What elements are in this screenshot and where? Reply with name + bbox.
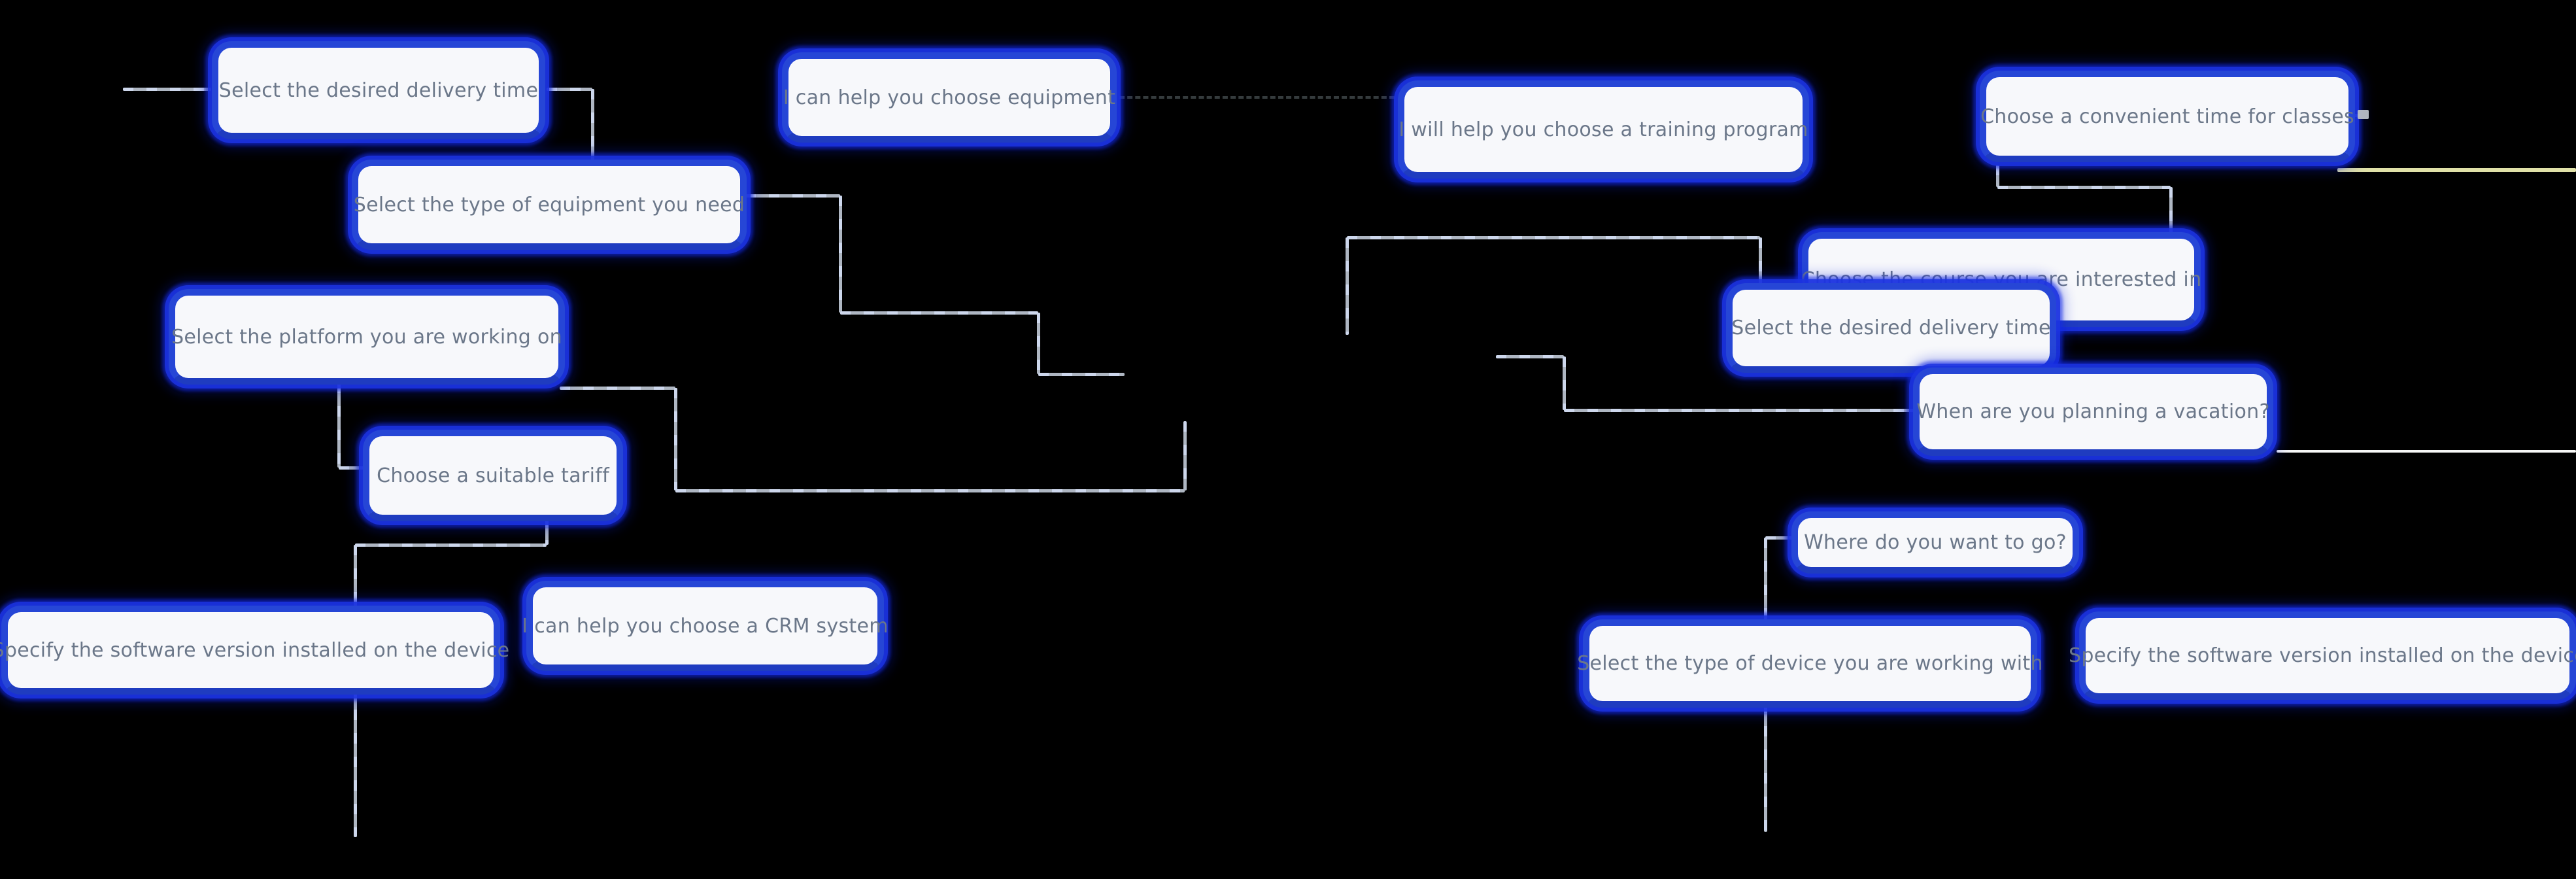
flow-node-n15[interactable]: Specify the software version installed o… [2069, 612, 2576, 700]
flow-node-label: Choose a suitable tariff [377, 464, 609, 487]
flow-edge-segment [1038, 373, 1125, 376]
flow-node-n12[interactable]: Specify the software version installed o… [0, 606, 509, 695]
flow-node-n9[interactable]: When are you planning a vacation? [1913, 368, 2273, 456]
flow-edge-segment [1996, 165, 1999, 187]
flow-node-n11[interactable]: Where do you want to go? [1791, 511, 2079, 574]
flow-edge-segment [591, 89, 594, 166]
flow-node-label: Select the desired delivery time [218, 78, 539, 102]
flow-edge-segment [1564, 409, 1920, 412]
flow-edge-segment [337, 383, 341, 468]
flow-edge-segment [545, 517, 549, 545]
flow-node-n10[interactable]: Choose a suitable tariff [363, 430, 623, 521]
flow-node-label: Select the desired delivery time [1731, 317, 2051, 339]
flow-node-n2[interactable]: I can help you choose equipment [782, 52, 1117, 143]
flow-node-n8[interactable]: Select the desired delivery time [1726, 283, 2056, 373]
flow-edge-segment [839, 196, 842, 313]
flow-edge-segment [123, 88, 211, 91]
flow-edge-segment [339, 466, 369, 470]
flow-node-n3[interactable]: I will help you choose a training progra… [1398, 80, 1809, 179]
flow-edge-segment [2169, 187, 2173, 240]
flow-edge-segment [840, 311, 1038, 315]
flow-edge-segment [674, 388, 677, 491]
flow-edge-segment [675, 489, 1185, 492]
flow-node-label: Choose a convenient time for classes [1980, 105, 2354, 128]
flow-node-label: When are you planning a vacation? [1916, 400, 2270, 423]
flow-node-label: Select the type of equipment you need [353, 193, 745, 216]
flow-edge-segment [1037, 313, 1040, 374]
flow-edge-segment [745, 194, 840, 198]
flow-node-label: I can help you choose equipment [783, 86, 1116, 109]
flow-edge-segment [1759, 237, 1762, 299]
flow-node-label: Select the type of device you are workin… [1577, 652, 2043, 675]
flow-edge-segment [355, 543, 547, 547]
flow-edge-segment [1183, 421, 1187, 491]
flow-node-label: Specify the software version installed o… [2069, 644, 2576, 667]
flow-edge-segment [1496, 355, 1564, 358]
flow-node-n13[interactable]: I can help you choose a CRM system [522, 581, 888, 671]
flow-node-label: Where do you want to go? [1804, 531, 2067, 554]
flow-node-n4[interactable]: Choose a convenient time for classes [1980, 71, 2355, 162]
flow-node-n7[interactable]: Select the platform you are working on [169, 289, 565, 385]
flow-edge-segment [1563, 356, 1566, 410]
flow-edge-segment [1765, 536, 1798, 540]
flow-edge-segment [2277, 450, 2576, 453]
flow-edge-segment [2337, 168, 2576, 172]
flow-node-label: I will help you choose a training progra… [1398, 118, 1808, 141]
flow-node-n14[interactable]: Select the type of device you are workin… [1577, 619, 2043, 708]
flow-node-label: I can help you choose a CRM system [522, 614, 889, 638]
flow-node-label: Select the platform you are working on [171, 325, 562, 349]
flow-edge-segment [1119, 96, 1395, 99]
flow-edge-segment [560, 387, 675, 390]
flow-node-n1[interactable]: Select the desired delivery time [212, 41, 545, 139]
flow-node-n5[interactable]: Select the type of equipment you need [352, 160, 747, 250]
flow-edge-segment [1997, 186, 2171, 189]
flow-edge-segment [1346, 237, 1349, 335]
flow-edge-segment [1347, 236, 1760, 239]
connector-handle[interactable] [2358, 110, 2369, 119]
flow-node-label: Specify the software version installed o… [0, 638, 510, 662]
flow-edge-segment [547, 88, 592, 91]
